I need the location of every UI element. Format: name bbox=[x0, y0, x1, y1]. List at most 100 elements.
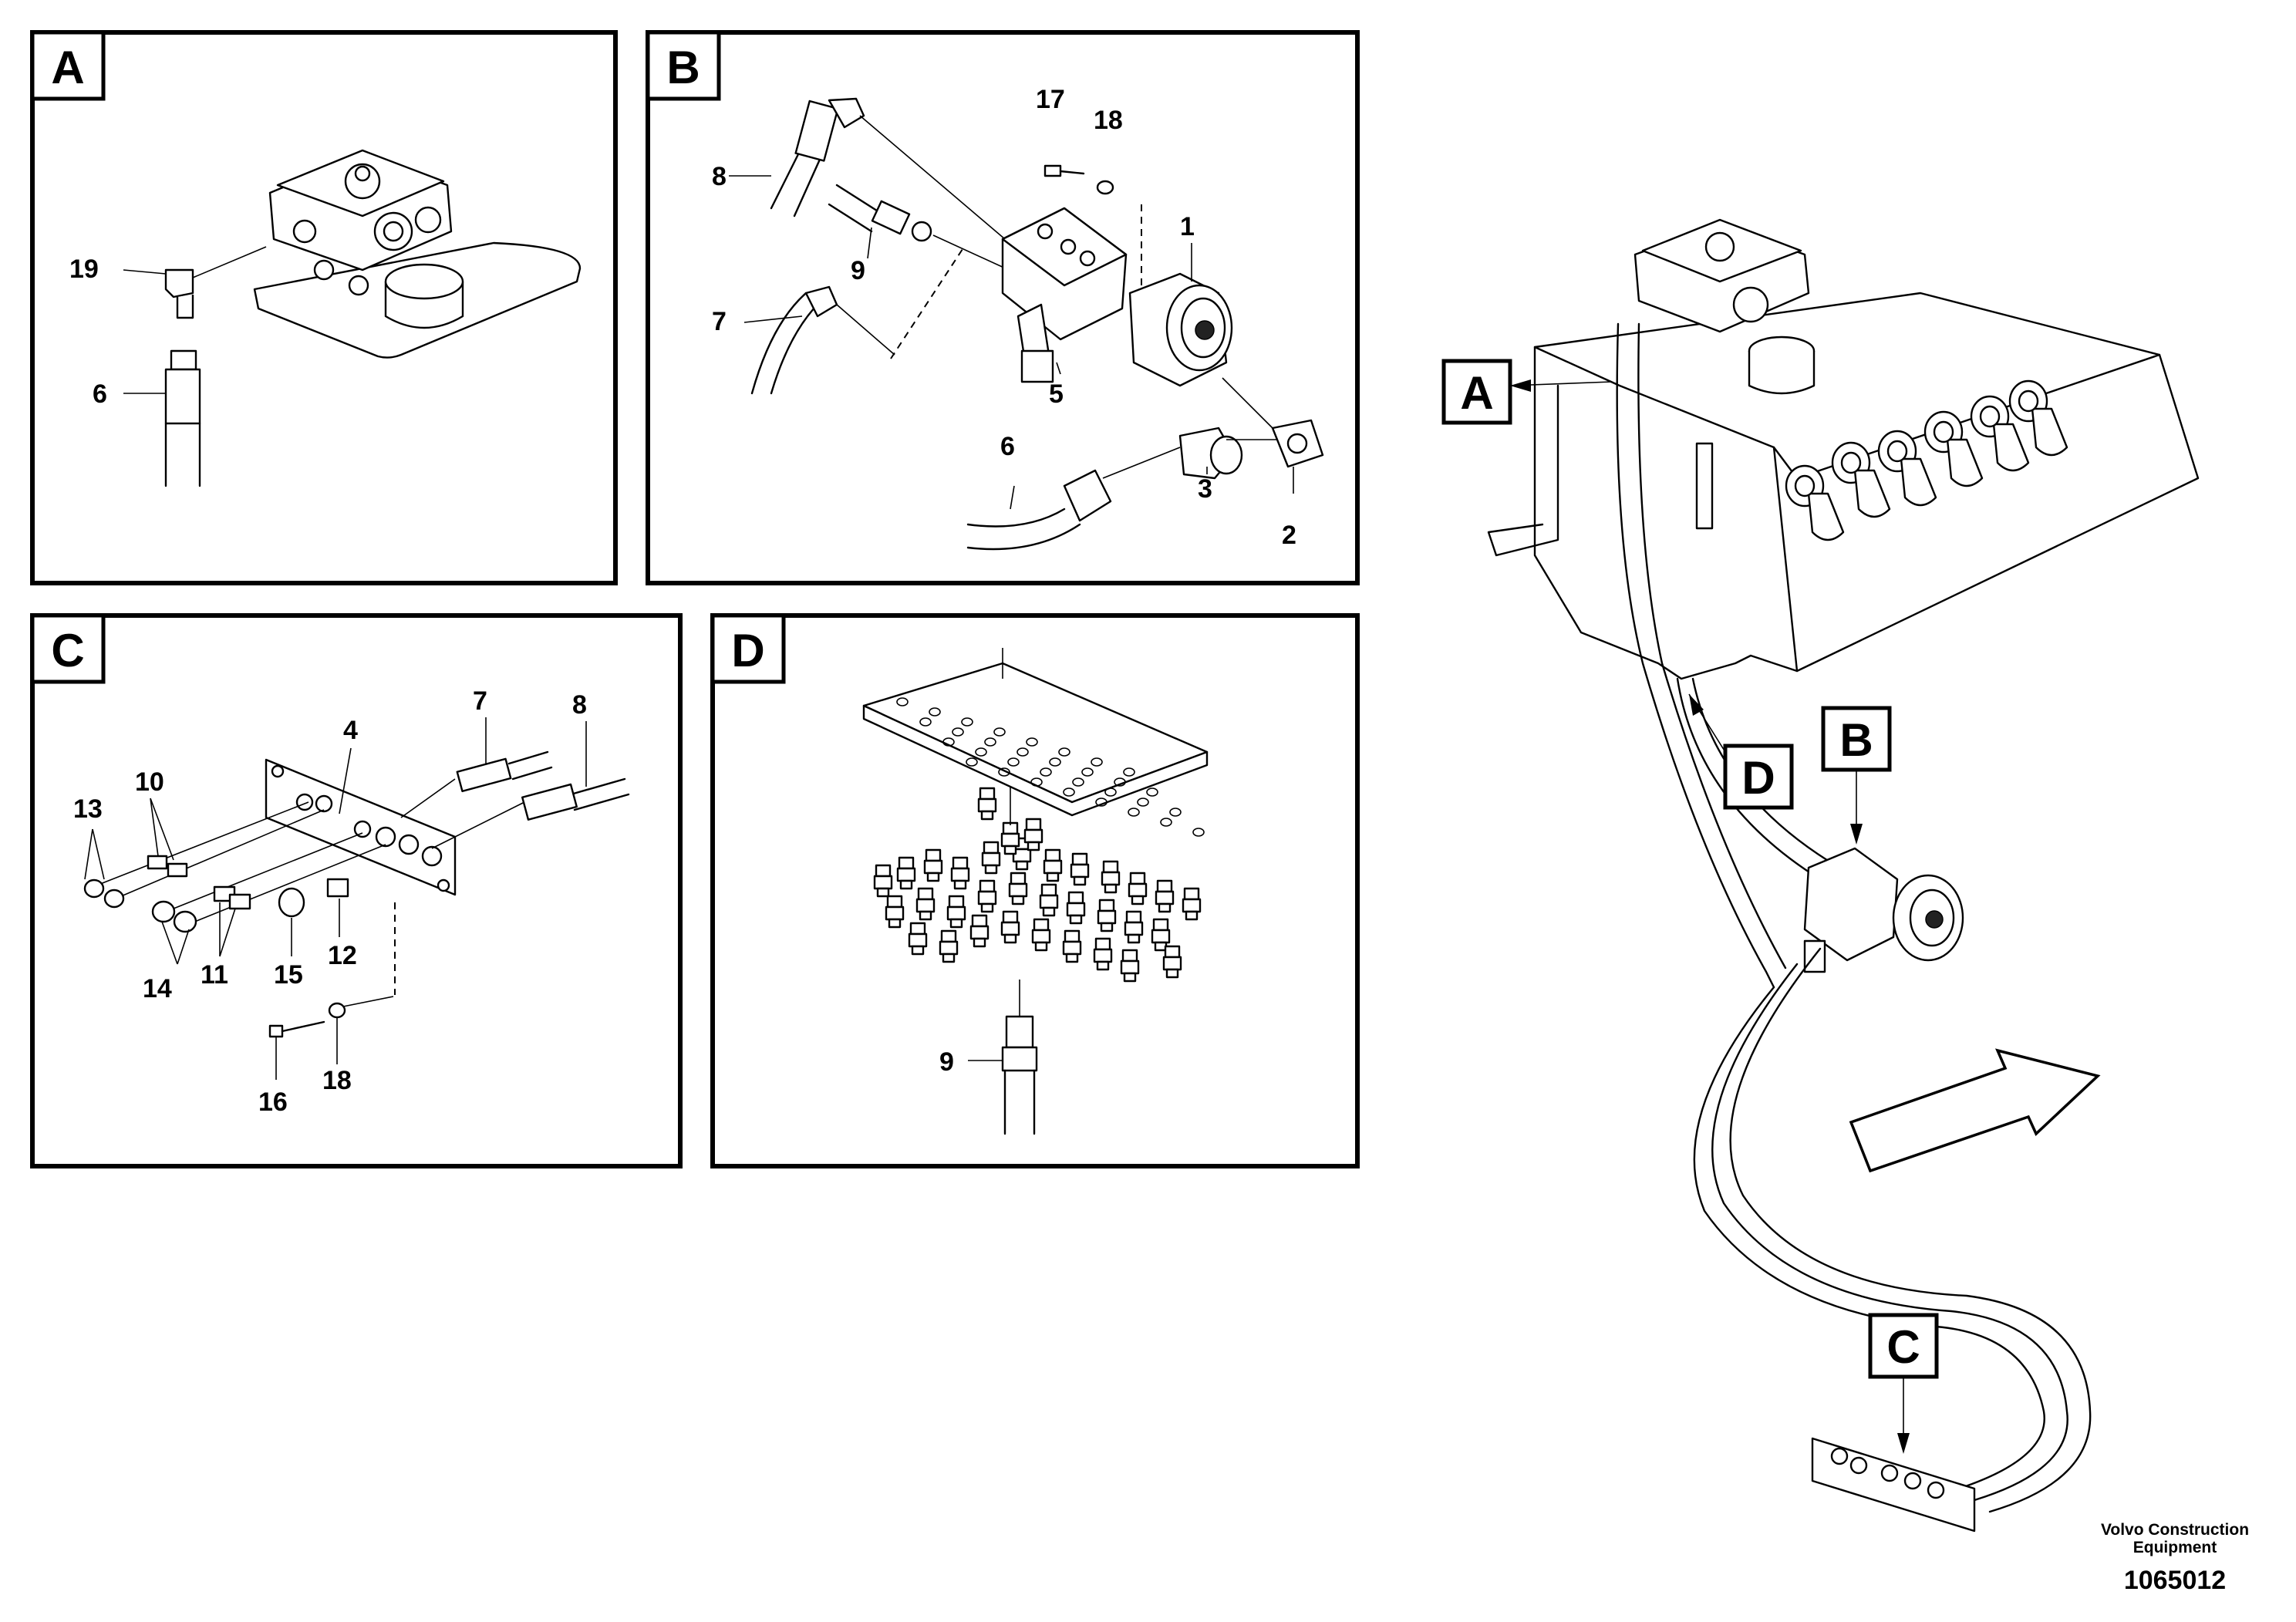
callout-b-box bbox=[1821, 706, 1892, 772]
fitting bbox=[946, 895, 966, 929]
nut-14b bbox=[173, 910, 197, 933]
fitting bbox=[1162, 945, 1182, 979]
fitting bbox=[1151, 918, 1171, 952]
panel-b-label-box bbox=[646, 30, 721, 101]
fitting bbox=[1008, 872, 1028, 905]
part-number-4: 4 bbox=[343, 716, 358, 745]
plate-hole bbox=[1030, 777, 1043, 787]
fitting bbox=[1000, 910, 1020, 944]
plate-hole bbox=[896, 697, 909, 706]
fitting bbox=[977, 879, 997, 913]
plate-hole bbox=[1072, 777, 1084, 787]
fitting bbox=[1097, 899, 1117, 932]
port-connector bbox=[1831, 441, 1891, 518]
fitting bbox=[1043, 848, 1063, 882]
port-connector bbox=[2008, 379, 2068, 457]
fitting bbox=[977, 787, 997, 821]
part-number-18: 18 bbox=[322, 1066, 352, 1095]
port-connector bbox=[1970, 395, 2030, 472]
fitting bbox=[915, 887, 936, 921]
panel-a-label: A bbox=[51, 42, 84, 93]
fitting bbox=[923, 848, 943, 882]
panel-a-label-box bbox=[30, 30, 106, 101]
fitting bbox=[1120, 949, 1140, 983]
part-number-12: 12 bbox=[328, 941, 357, 970]
part-number-15: 15 bbox=[274, 960, 303, 990]
valve-assembly-b bbox=[1803, 847, 1899, 962]
part-number-3: 3 bbox=[1198, 474, 1212, 504]
overview-assembly: A D B C bbox=[1441, 218, 2200, 1533]
plate-hole bbox=[975, 747, 987, 757]
plate-hole bbox=[1095, 798, 1108, 807]
hose-fitting-9 bbox=[1005, 1015, 1034, 1049]
hose-9 bbox=[828, 184, 881, 233]
plate-hole bbox=[952, 727, 964, 737]
plate-hole bbox=[1123, 767, 1135, 777]
panel-d-label-box bbox=[710, 613, 786, 684]
fitting bbox=[1066, 891, 1086, 925]
plate-hole bbox=[1192, 828, 1205, 837]
panel-c-label-box bbox=[30, 613, 106, 684]
main-hose-a bbox=[1616, 322, 1775, 989]
washer-18 bbox=[1096, 180, 1114, 195]
part-number-13: 13 bbox=[73, 794, 103, 824]
plate-hole bbox=[1160, 818, 1172, 827]
callout-b: B bbox=[1839, 714, 1873, 766]
plate-hole bbox=[998, 767, 1010, 777]
port-connector bbox=[1877, 430, 1937, 507]
plate-hole bbox=[1146, 787, 1158, 797]
panel-d: D 9 bbox=[710, 613, 1360, 1168]
fitting bbox=[1155, 879, 1175, 913]
callout-a-box bbox=[1441, 359, 1512, 425]
plate-hole bbox=[1169, 808, 1182, 817]
fitting bbox=[896, 856, 916, 890]
plate-hole bbox=[984, 737, 996, 747]
panel-d-label: D bbox=[731, 625, 764, 676]
direction-arrow bbox=[1849, 1048, 2101, 1173]
fitting bbox=[1000, 821, 1020, 855]
nut-15 bbox=[278, 887, 305, 918]
fitting bbox=[1039, 883, 1059, 917]
hose-7 bbox=[507, 750, 553, 781]
part-number-9: 9 bbox=[851, 256, 865, 285]
panel-b-label: B bbox=[666, 42, 700, 93]
plate-holes bbox=[896, 697, 1205, 837]
bolt-17 bbox=[1043, 164, 1062, 177]
elbow-fitting-19 bbox=[164, 268, 194, 298]
part-number-7: 7 bbox=[712, 307, 727, 336]
plate-hole bbox=[1049, 757, 1061, 767]
part-number-14: 14 bbox=[143, 974, 172, 1003]
plate-hole bbox=[1128, 808, 1140, 817]
part-number-9: 9 bbox=[939, 1047, 954, 1077]
part-number-5: 5 bbox=[1049, 379, 1064, 409]
plate-hole bbox=[1040, 767, 1052, 777]
hose-fitting-6 bbox=[170, 349, 197, 371]
fitting bbox=[939, 929, 959, 963]
plate-hole bbox=[1081, 767, 1094, 777]
callout-c: C bbox=[1886, 1321, 1920, 1373]
hose-9 bbox=[1003, 1069, 1036, 1135]
plate-hole bbox=[1058, 747, 1070, 757]
adapter-10a bbox=[147, 855, 168, 870]
part-number-11: 11 bbox=[201, 960, 228, 990]
lower-hose-1 bbox=[1693, 986, 2045, 1490]
fitting bbox=[981, 841, 1001, 875]
plate-hole bbox=[1104, 787, 1117, 797]
part-number-16: 16 bbox=[258, 1088, 288, 1117]
fitting bbox=[1128, 872, 1148, 905]
fitting bbox=[1124, 910, 1144, 944]
panel-c-frame bbox=[30, 613, 683, 1168]
fitting bbox=[1093, 937, 1113, 971]
plate-hole bbox=[993, 727, 1006, 737]
callout-c-box bbox=[1868, 1313, 1939, 1379]
fitting bbox=[1023, 818, 1043, 851]
fitting bbox=[969, 914, 990, 948]
port-connector bbox=[1785, 464, 1845, 541]
plate-hole bbox=[1017, 747, 1029, 757]
part-number-6: 6 bbox=[1000, 432, 1015, 461]
part-number-19: 19 bbox=[69, 255, 99, 284]
fitting bbox=[950, 856, 970, 890]
panel-c: C bbox=[30, 613, 683, 1168]
company-line-2: Equipment bbox=[2133, 1539, 2217, 1556]
